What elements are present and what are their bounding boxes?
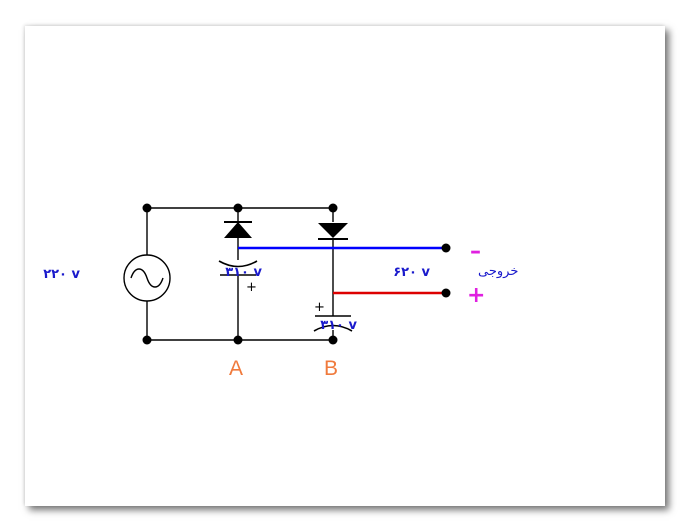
negative-terminal-dot xyxy=(441,243,451,253)
capacitor-b-polarity: + xyxy=(314,300,325,315)
positive-sign: + xyxy=(467,283,485,308)
sine-wave-icon xyxy=(130,268,164,288)
junction-dot xyxy=(233,203,243,213)
capacitor-a-voltage-label: ۳۱۰ v xyxy=(225,265,262,280)
output-label: خروجی xyxy=(478,264,518,279)
diode-b xyxy=(318,223,348,240)
junction-dot xyxy=(142,335,152,345)
capacitor-a xyxy=(218,260,258,276)
negative-sign: – xyxy=(470,239,481,264)
node-b-dot xyxy=(328,335,338,345)
diode-a-triangle xyxy=(224,222,252,238)
capacitor-a-polarity: + xyxy=(246,280,257,295)
junction-dot xyxy=(142,203,152,213)
capacitor-b-voltage-label: ۳۱۰ v xyxy=(320,318,357,333)
node-a-dot xyxy=(233,335,243,345)
node-a-label: A xyxy=(229,357,243,380)
diode-a xyxy=(224,221,252,238)
junction-dots xyxy=(142,203,451,345)
capacitor-b-curved-plate xyxy=(313,324,353,332)
output-voltage-label: ۶۲۰ v xyxy=(393,265,430,280)
capacitor-a-curved-plate xyxy=(218,260,258,268)
positive-terminal-dot xyxy=(441,288,451,298)
capacitor-b xyxy=(313,315,353,332)
junction-dot xyxy=(328,203,338,213)
ac-source xyxy=(123,254,171,302)
source-voltage-label: ۲۲۰ v xyxy=(43,267,80,282)
node-b-label: B xyxy=(324,357,338,380)
diode-b-triangle xyxy=(318,223,348,238)
